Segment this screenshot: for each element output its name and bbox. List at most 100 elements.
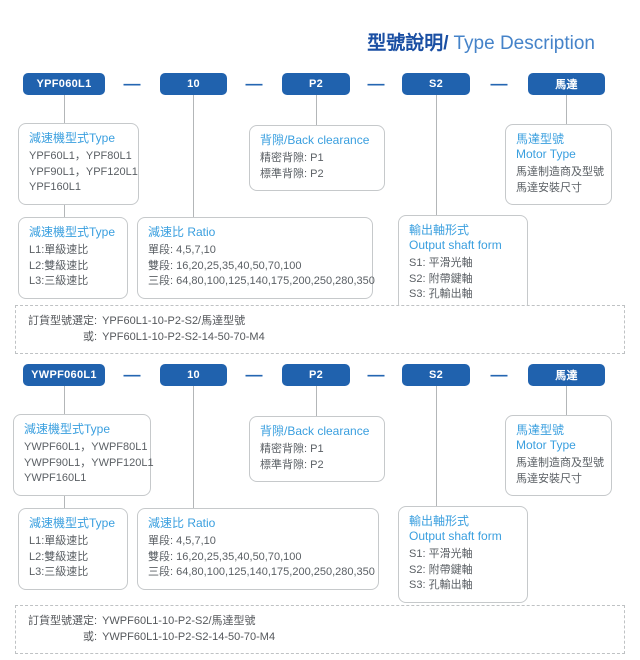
code-box-motor: 馬達: [528, 73, 605, 95]
callout-ratio: 減速比 Ratio 單段: 4,5,7,10 雙段: 16,20,25,35,4…: [137, 217, 375, 299]
callout-line: 馬達制造商及型號: [516, 457, 604, 469]
connector-line: [316, 95, 317, 126]
callout-line: S3: 孔輸出軸: [409, 579, 473, 591]
code-box-backlash: P2: [282, 364, 350, 386]
type-diagram-ywpf: YWPF060L1 — 10 — P2 — S2 — 馬達 減速機型式Type …: [0, 364, 640, 654]
connector-line: [566, 386, 567, 416]
callout-title: 馬達型號: [516, 132, 565, 146]
callout-line: 三段: 64,80,100,125,140,175,200,250,280,35…: [148, 566, 375, 578]
code-separator: —: [367, 74, 385, 93]
callout-title: 輸出軸形式: [409, 223, 470, 237]
callout-title: 背隙/Back clearance: [260, 424, 370, 438]
code-separator: —: [123, 74, 141, 93]
code-separator: —: [245, 365, 263, 384]
callout-motor-type: 馬達型號 Motor Type 馬達制造商及型號 馬達安裝尺寸: [505, 415, 612, 496]
callout-motor-type: 馬達型號 Motor Type 馬達制造商及型號 馬達安裝尺寸: [505, 124, 612, 205]
connector-line: [64, 484, 65, 510]
callout-line: S1: 平滑光軸: [409, 257, 473, 269]
page-title-en: Type Description: [453, 33, 595, 54]
connector-line: [566, 95, 567, 125]
callout-line: L2:雙級速比: [29, 259, 89, 272]
callout-reducer-type-models: 減速機型式Type YWPF60L1，YWPF80L1 YWPF90L1，YWP…: [13, 414, 154, 496]
order-note-value: YWPF60L1-10-P2-S2/馬達型號: [102, 615, 256, 627]
connector-line: [436, 95, 437, 217]
callout-line: 單段: 4,5,7,10: [148, 244, 216, 256]
code-box-shaft: S2: [402, 364, 470, 386]
order-note-value: YWPF60L1-10-P2-S2-14-50-70-M4: [102, 631, 276, 643]
callout-title: 減速機型式Type: [29, 131, 116, 145]
code-box-shaft: S2: [402, 73, 470, 95]
callout-line: 精密背隙: P1: [260, 443, 324, 455]
callout-title: 馬達型號: [516, 423, 565, 437]
callout-line: YPF160L1: [29, 181, 81, 193]
callout-line: S1: 平滑光軸: [409, 548, 473, 560]
order-note-box: 訂貨型號選定: YWPF60L1-10-P2-S2/馬達型號 或: YWPF60…: [15, 605, 625, 654]
code-separator: —: [367, 365, 385, 384]
callout-ratio: 減速比 Ratio 單段: 4,5,7,10 雙段: 16,20,25,35,4…: [137, 508, 379, 590]
code-box-model: YWPF060L1: [23, 364, 105, 386]
callout-line: L3:三級速比: [29, 275, 89, 287]
callout-line: 雙段: 16,20,25,35,40,50,70,100: [148, 550, 302, 563]
order-note-box: 訂貨型號選定: YPF60L1-10-P2-S2/馬達型號 或: YPF60L1…: [15, 305, 625, 354]
order-note-or-label: 或:: [83, 631, 98, 643]
order-note-label: 訂貨型號選定:: [28, 315, 98, 327]
callout-line: L3:三級速比: [29, 566, 89, 578]
connector-line: [316, 386, 317, 417]
callout-title: Output shaft form: [409, 238, 502, 252]
callout-title: 減速機型式Type: [24, 422, 111, 436]
callout-line: 馬達安裝尺寸: [516, 181, 582, 194]
callout-back-clearance: 背隙/Back clearance 精密背隙: P1 標準背隙: P2: [249, 125, 385, 191]
callout-line: YWPF90L1，YWPF120L1: [24, 456, 154, 469]
type-diagram-ypf: YPF060L1 — 10 — P2 — S2 — 馬達 減速機型式Type Y…: [0, 73, 640, 354]
callout-line: 標準背隙: P2: [260, 458, 324, 471]
callout-reducer-type-models: 減速機型式Type YPF60L1，YPF80L1 YPF90L1，YPF120…: [18, 123, 139, 205]
order-note-value: YPF60L1-10-P2-S2/馬達型號: [102, 315, 246, 327]
callout-line: L1:單級速比: [29, 535, 89, 547]
connector-line: [64, 95, 65, 124]
callout-title: 減速比 Ratio: [148, 225, 216, 239]
code-box-ratio: 10: [160, 364, 227, 386]
callout-line: YPF60L1，YPF80L1: [29, 150, 132, 162]
page-title: 型號說明/Type Description: [367, 33, 595, 55]
callout-title: 減速機型式Type: [29, 225, 116, 239]
callout-line: S2: 附帶鍵軸: [409, 272, 473, 285]
callout-line: L2:雙級速比: [29, 550, 89, 563]
callout-title: Motor Type: [516, 438, 576, 452]
callout-reducer-type-stages: 減速機型式Type L1:單級速比 L2:雙級速比 L3:三級速比: [18, 508, 128, 590]
code-box-model: YPF060L1: [23, 73, 105, 95]
callout-line: 精密背隙: P1: [260, 152, 324, 164]
connector-line: [64, 386, 65, 415]
callout-output-shaft: 輸出軸形式 Output shaft form S1: 平滑光軸 S2: 附帶鍵…: [398, 506, 528, 603]
connector-line: [193, 386, 194, 510]
callout-line: 單段: 4,5,7,10: [148, 535, 216, 547]
callout-title: 輸出軸形式: [409, 514, 470, 528]
callout-output-shaft: 輸出軸形式 Output shaft form S1: 平滑光軸 S2: 附帶鍵…: [398, 215, 528, 312]
callout-title: 減速比 Ratio: [148, 516, 216, 530]
connector-line: [64, 193, 65, 219]
callout-line: L1:單級速比: [29, 244, 89, 256]
callout-line: 馬達安裝尺寸: [516, 472, 582, 485]
code-box-motor: 馬達: [528, 364, 605, 386]
callout-line: 三段: 64,80,100,125,140,175,200,250,280,35…: [148, 275, 375, 287]
connector-line: [436, 386, 437, 508]
connector-line: [193, 95, 194, 219]
code-separator: —: [123, 365, 141, 384]
callout-line: 馬達制造商及型號: [516, 166, 604, 178]
code-box-backlash: P2: [282, 73, 350, 95]
order-note-or-label: 或:: [83, 331, 98, 343]
callout-line: YWPF60L1，YWPF80L1: [24, 441, 148, 453]
order-note-label: 訂貨型號選定:: [28, 615, 98, 627]
code-separator: —: [490, 74, 508, 93]
code-box-ratio: 10: [160, 73, 227, 95]
page-title-zh: 型號說明/: [367, 33, 449, 54]
code-separator: —: [245, 74, 263, 93]
callout-line: S2: 附帶鍵軸: [409, 563, 473, 576]
code-separator: —: [490, 365, 508, 384]
callout-title: 減速機型式Type: [29, 516, 116, 530]
callout-line: 雙段: 16,20,25,35,40,50,70,100: [148, 259, 302, 272]
callout-line: 標準背隙: P2: [260, 167, 324, 180]
callout-reducer-type-stages: 減速機型式Type L1:單級速比 L2:雙級速比 L3:三級速比: [18, 217, 128, 299]
callout-line: YWPF160L1: [24, 472, 87, 484]
callout-line: YPF90L1，YPF120L1: [29, 165, 138, 178]
